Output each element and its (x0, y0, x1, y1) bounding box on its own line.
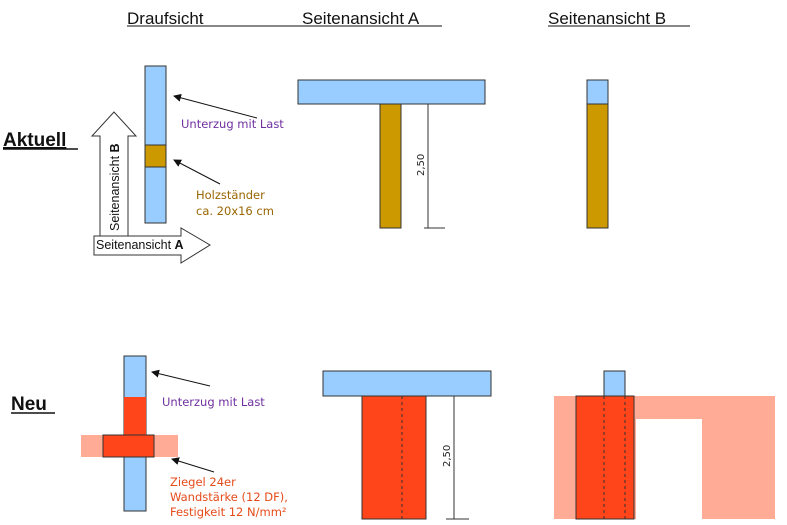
aktuell-plan-view (144, 65, 167, 224)
view-arrow-b: Seitenansicht B (90, 111, 138, 237)
neu-plan-view (81, 355, 178, 512)
neu-brick-pointer (171, 457, 215, 473)
arrow-b-shape (90, 111, 138, 237)
header-draufsicht: Draufsicht (127, 9, 204, 28)
aktuell-post-label-2: ca. 20x16 cm (196, 204, 274, 218)
arrow-b-label: Seitenansicht B (108, 143, 122, 231)
neu-a-dim-label: 2,50 (442, 445, 453, 467)
aktuell-plan-wood-post (144, 144, 167, 168)
aktuell-side-view-a: 2,50 (297, 79, 486, 229)
neu-brick-label-1: Ziegel 24er (170, 475, 236, 489)
arrow-a-shape (93, 227, 211, 264)
aktuell-a-beam (297, 79, 486, 105)
aktuell-side-view-b (586, 79, 609, 229)
neu-side-view-b (554, 370, 775, 520)
neu-b-beam (603, 370, 626, 397)
aktuell-b-beam (586, 79, 609, 105)
header-seitenansicht-b: Seitenansicht B (548, 9, 666, 28)
neu-brick-label-3: Festigkeit 12 N/mm² (170, 505, 287, 519)
aktuell-post-label-1: Holzständer (196, 188, 265, 202)
neu-beam-pointer (151, 369, 211, 387)
view-arrow-a: Seitenansicht A (93, 227, 211, 264)
aktuell-b-wood-post (586, 103, 609, 229)
neu-a-beam (322, 370, 492, 397)
neu-a-brick-pier (361, 395, 427, 520)
row-label-aktuell: Aktuell (3, 130, 66, 151)
neu-beam-label: Unterzug mit Last (162, 395, 265, 409)
header-seitenansicht-a: Seitenansicht A (302, 9, 420, 28)
row-label-neu: Neu (11, 394, 47, 415)
neu-b-brick-pier (575, 395, 635, 520)
arrow-a-label: Seitenansicht A (96, 238, 184, 252)
aktuell-a-wood-post (379, 103, 402, 229)
aktuell-post-pointer (173, 159, 221, 185)
neu-side-view-a: 2,50 (322, 370, 492, 520)
aktuell-beam-label: Unterzug mit Last (181, 117, 284, 131)
neu-brick-label-2: Wandstärke (12 DF), (170, 490, 288, 504)
aktuell-beam-pointer (173, 93, 258, 119)
neu-plan-brick-pier (102, 434, 155, 458)
column-headers: Draufsicht Seitenansicht A Seitenansicht… (127, 9, 690, 28)
neu-plan-brick-vertical (124, 397, 146, 435)
aktuell-a-dim-label: 2,50 (416, 154, 427, 176)
